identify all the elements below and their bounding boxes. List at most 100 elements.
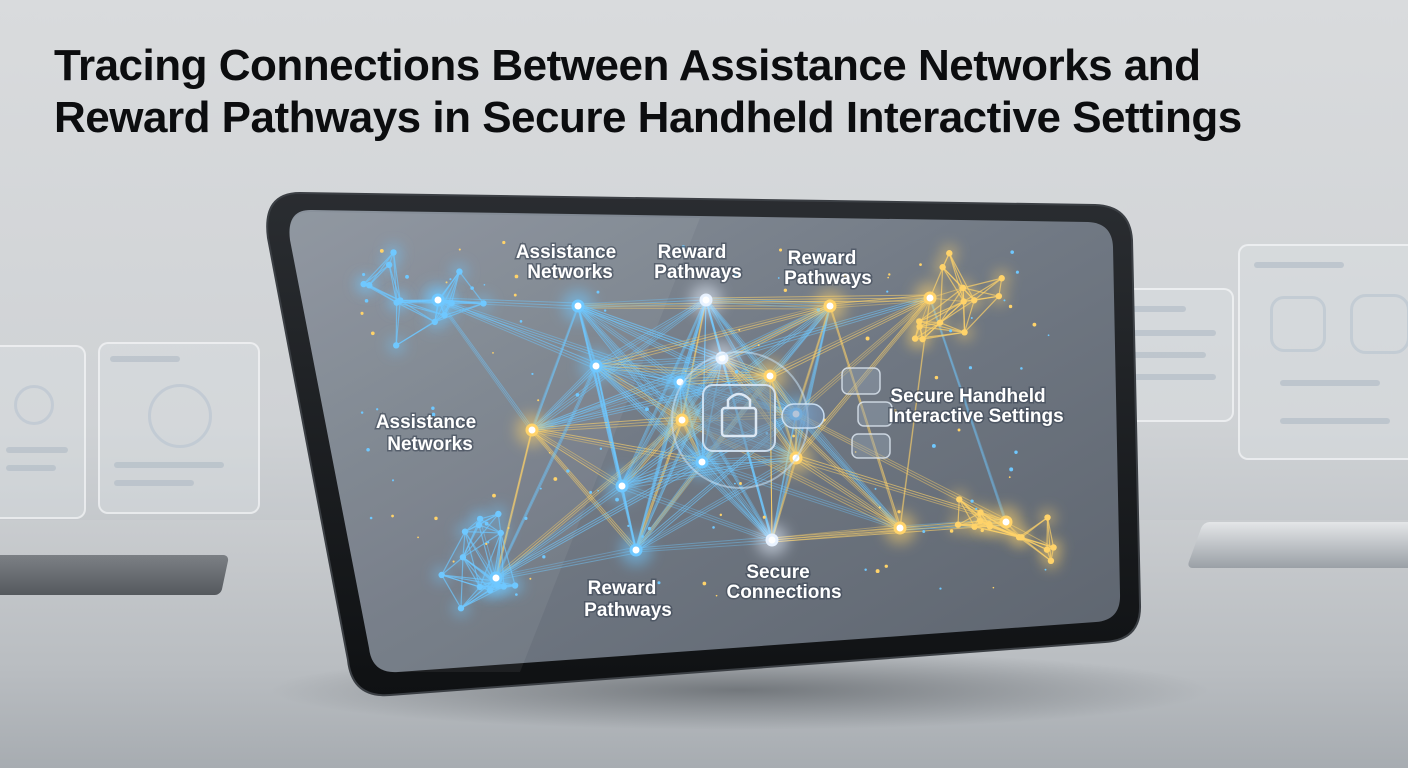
network-link <box>531 378 681 429</box>
network-link <box>595 355 723 364</box>
sparkle-particle <box>739 482 742 485</box>
panel-line <box>110 356 180 362</box>
sparkle-particle <box>884 564 888 568</box>
gear-icon <box>148 384 212 448</box>
network-link <box>679 381 773 541</box>
sparkle-particle <box>719 513 723 517</box>
cluster-node <box>475 521 483 529</box>
cluster-node <box>1043 546 1051 553</box>
network-link <box>621 379 681 484</box>
sparkle-particle <box>391 514 394 518</box>
page-title-line-2: Reward Pathways in Secure Handheld Inter… <box>54 93 1242 142</box>
network-link <box>795 299 931 462</box>
network-link <box>681 419 773 541</box>
network-link <box>681 299 707 421</box>
label-reward-top-b-line1: Reward <box>788 248 857 269</box>
sparkle-particle <box>939 587 942 590</box>
sparkle-particle <box>681 245 686 249</box>
network-link <box>531 427 637 548</box>
cluster-node <box>360 280 367 288</box>
device-icon <box>841 367 881 395</box>
cluster-node <box>1044 514 1051 521</box>
label-assistance-top-line1: Assistance <box>516 242 616 263</box>
network-link <box>595 299 707 367</box>
sparkle-particle <box>470 286 474 290</box>
network-link <box>595 357 723 367</box>
network-link <box>495 419 683 579</box>
label-reward-top-a-line2: Pathways <box>654 262 742 283</box>
device-icons-cluster <box>781 367 893 459</box>
sparkle-particle <box>702 581 707 586</box>
network-link <box>595 365 773 541</box>
device-icon <box>857 401 893 427</box>
network-link <box>795 460 1007 525</box>
network-link <box>635 539 773 551</box>
label-secure-connections-line2: Connections <box>726 582 841 603</box>
sparkle-particle <box>431 406 435 411</box>
background-panel-left-2 <box>98 342 260 514</box>
sparkle-particle <box>887 276 889 279</box>
label-secure-connections-line1: Secure <box>746 562 809 583</box>
sparkle-particle <box>542 555 546 559</box>
network-link <box>595 303 831 364</box>
network-link <box>829 297 931 307</box>
cluster-link <box>964 295 1000 333</box>
network-link <box>531 303 579 428</box>
network-link <box>531 431 703 466</box>
sparkle-particle <box>405 274 409 279</box>
cluster-node <box>971 297 978 304</box>
device-icon <box>851 433 891 459</box>
network-link <box>595 307 831 370</box>
cluster-node <box>511 582 519 589</box>
sparkle-particle <box>931 444 936 448</box>
sparkle-particle <box>865 336 870 341</box>
network-link <box>437 301 597 370</box>
network-link <box>577 303 771 374</box>
cluster-node <box>936 319 944 326</box>
network-link <box>929 295 1007 520</box>
network-link <box>769 372 901 527</box>
network-hub-core <box>528 426 536 434</box>
network-link <box>621 485 773 541</box>
network-link <box>577 303 683 418</box>
sparkle-particle <box>645 407 649 412</box>
sparkle-particle <box>757 344 760 347</box>
sparkle-particle <box>783 288 788 293</box>
cluster-link <box>919 300 964 322</box>
cluster-node <box>961 329 968 336</box>
network-link <box>795 305 831 415</box>
sparkle-particle <box>762 515 766 519</box>
label-assistance-left-line1: Assistance <box>376 412 476 433</box>
network-link <box>531 381 681 431</box>
sparkle-particle <box>492 493 496 498</box>
sparkle-particle <box>434 516 438 521</box>
panel-line <box>114 462 224 468</box>
network-link <box>679 305 831 383</box>
sparkle-particle <box>537 399 540 402</box>
network-link <box>577 307 723 362</box>
sparkle-particle <box>949 329 953 333</box>
sparkle-particle <box>1031 398 1034 401</box>
sparkle-particle <box>864 568 867 571</box>
network-link <box>595 362 683 419</box>
sparkle-particle <box>360 311 364 315</box>
network-link <box>795 457 901 529</box>
network-link <box>679 378 773 539</box>
network-link <box>495 417 683 576</box>
network-link <box>795 413 1007 523</box>
sparkle-particle <box>627 524 630 527</box>
network-link <box>635 461 703 551</box>
network-link <box>531 299 707 431</box>
network-link <box>705 301 797 418</box>
network-link <box>495 488 623 581</box>
sparkle-particle <box>370 331 375 336</box>
sparkle-particle <box>874 487 877 490</box>
cluster-link <box>462 513 499 558</box>
network-link <box>595 368 703 465</box>
network-link <box>769 295 931 374</box>
network-link <box>437 297 579 304</box>
sparkle-particle <box>524 516 528 520</box>
sparkle-particle <box>596 290 600 294</box>
network-link <box>795 411 901 526</box>
